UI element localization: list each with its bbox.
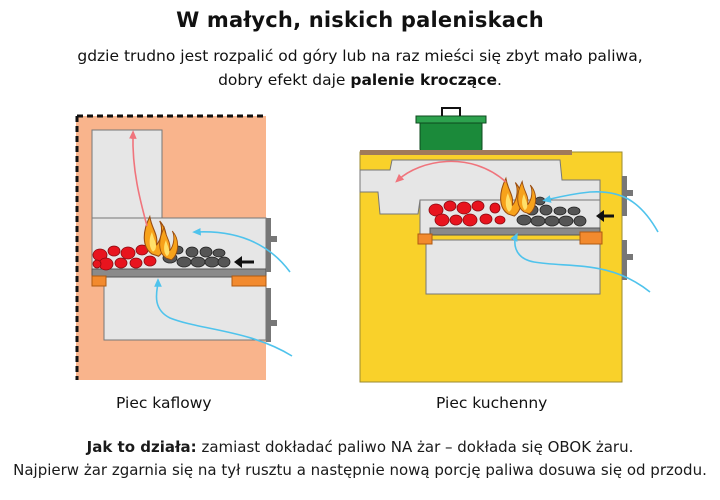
kitchen-stove-diagram [359, 107, 659, 383]
footer-line-1-rest: zamiast dokładać paliwo NA żar – dokłada… [196, 438, 634, 456]
footer-label: Jak to działa: [86, 438, 197, 456]
tile-stove-diagram [75, 114, 293, 380]
intro-line-2-prefix: dobry efekt daje [218, 71, 351, 89]
kitchen-ashpit [425, 239, 601, 295]
tile-stove-ash-door [266, 288, 271, 342]
tile-stove-flue [91, 129, 163, 231]
intro-line-1: gdzie trudno jest rozpalić od góry lub n… [77, 47, 643, 65]
tile-stove-ashpit [103, 275, 267, 341]
tile-stove-grate [91, 268, 267, 278]
ash-door-handle [271, 320, 277, 326]
grate-support-left [91, 275, 107, 287]
tile-push-arrowhead [234, 256, 242, 268]
pot-handle [441, 107, 461, 116]
kitchen-fire-door-handle [627, 190, 633, 196]
tile-hot-gas-flow [129, 130, 148, 227]
footer-text: Jak to działa: zamiast dokładać paliwo N… [0, 436, 720, 482]
caption-kitchen-stove: Piec kuchenny [436, 394, 548, 412]
tile-stove-fire-door [266, 218, 271, 272]
kitchen-grate-support-left [417, 233, 433, 245]
intro-line-2: dobry efekt daje palenie kroczące. [0, 68, 720, 92]
kitchen-hot-gas-flow [395, 160, 507, 183]
kitchen-fire-door [622, 176, 627, 216]
fire-door-handle [271, 236, 277, 242]
kitchen-primary-air-flow [510, 232, 651, 293]
intro-highlight: palenie kroczące [350, 71, 497, 89]
caption-tile-stove: Piec kaflowy [116, 394, 212, 412]
kitchen-secondary-air-flow [542, 190, 659, 233]
tile-embers [92, 244, 157, 271]
intro-text: gdzie trudno jest rozpalić od góry lub n… [0, 44, 720, 92]
grate-support-right [231, 275, 267, 287]
pot-lid [415, 115, 487, 124]
footer-line-2: Najpierw żar zgarnia się na tył rusztu a… [13, 461, 707, 479]
intro-line-2-suffix: . [496, 71, 502, 89]
kitchen-grate [429, 227, 601, 236]
kitchen-ash-door-handle [627, 254, 633, 260]
tile-secondary-air-flow [192, 227, 291, 273]
footer-line-1: Jak to działa: zamiast dokładać paliwo N… [0, 436, 720, 459]
tile-primary-air-flow [154, 278, 293, 357]
kitchen-push-arrowhead [596, 210, 604, 222]
kitchen-embers [428, 200, 506, 227]
kitchen-grate-support-right [579, 231, 603, 245]
kitchen-ash-door [622, 240, 627, 280]
kitchen-fresh-coal [516, 196, 587, 227]
page-title: W małych, niskich paleniskach [176, 8, 544, 32]
cooking-plate [360, 150, 572, 155]
